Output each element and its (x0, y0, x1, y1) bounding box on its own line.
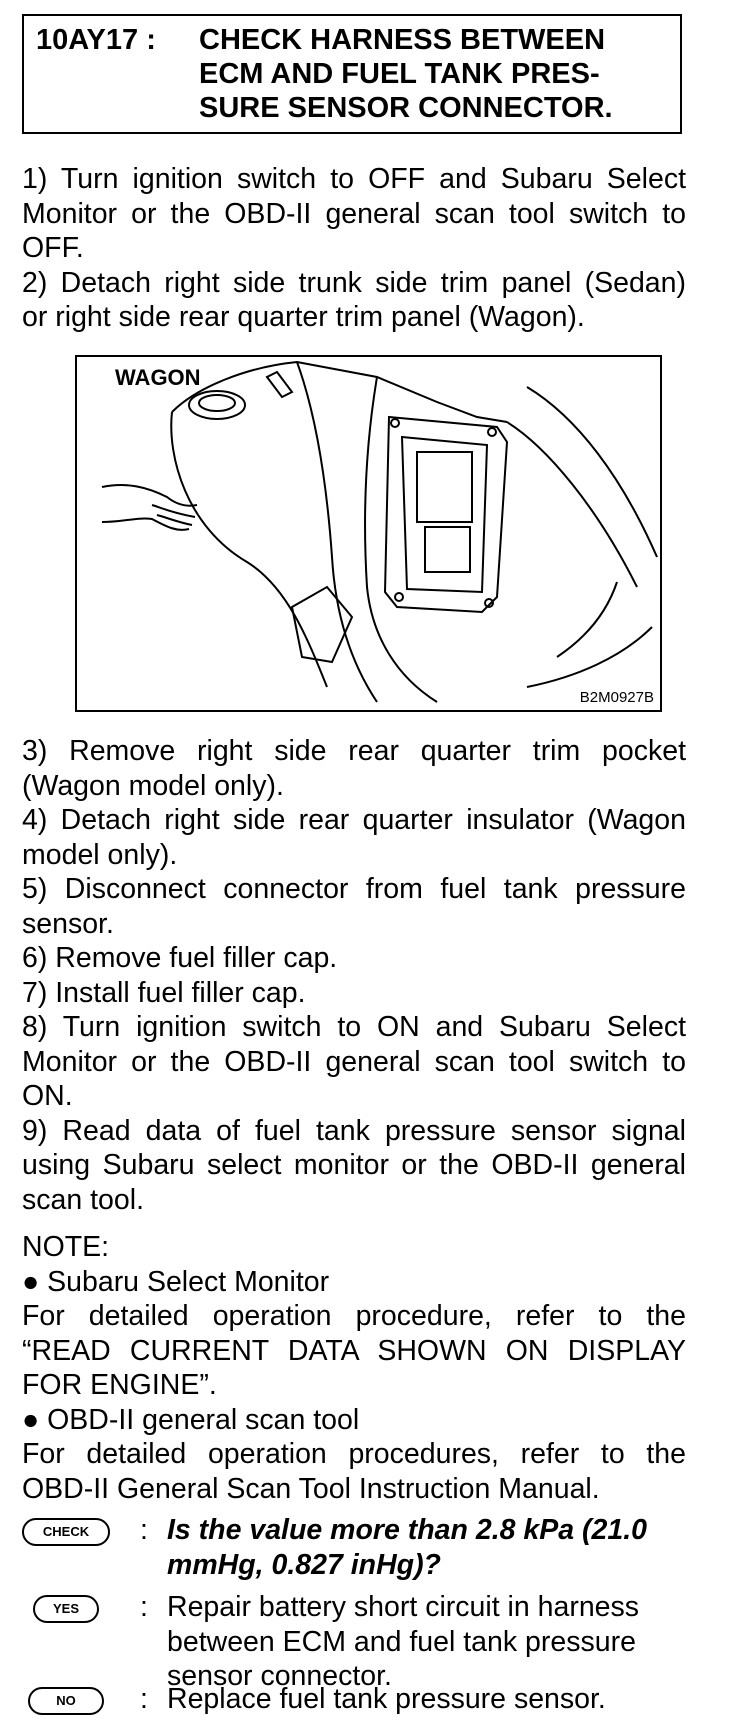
step-line: sensor. (22, 907, 114, 940)
note-line: “READ CURRENT DATA SHOWN ON DISPLAY (22, 1334, 686, 1367)
note-line: OBD-II General Scan Tool Instruction Man… (22, 1472, 600, 1505)
step-line: or right side rear quarter trim panel (W… (22, 301, 585, 333)
wagon-trim-figure: WAGON B2M0927B (75, 355, 662, 712)
yes-badge: YES (33, 1595, 99, 1623)
step-line: 1) Turn ignition switch to OFF and Subar… (22, 163, 686, 195)
yes-line: between ECM and fuel tank pressure (167, 1625, 636, 1658)
trim-panel-illustration (101, 360, 658, 703)
note-line: For detailed operation procedure, refer … (22, 1300, 686, 1332)
step-line: using Subaru select monitor or the OBD-I… (22, 1149, 686, 1181)
section-title: CHECK HARNESS BETWEEN ECM AND FUEL TANK … (199, 23, 613, 125)
step-line: model only). (22, 838, 178, 871)
section-title-line: ECM AND FUEL TANK PRES- (199, 58, 600, 90)
step-line: ON. (22, 1080, 73, 1112)
check-colon: : (140, 1514, 148, 1546)
note-line: ● Subaru Select Monitor (22, 1265, 330, 1298)
step-line: 6) Remove fuel filler cap. (22, 942, 338, 974)
note-line: ● OBD-II general scan tool (22, 1403, 360, 1436)
check-text: Is the value more than 2.8 kPa (21.0 mmH… (167, 1513, 647, 1582)
step-line: (Wagon model only). (22, 769, 284, 802)
yes-colon: : (140, 1591, 148, 1623)
step-line: 7) Install fuel filler cap. (22, 976, 306, 1009)
note-line: FOR ENGINE”. (22, 1369, 217, 1401)
step-line: OFF. (22, 232, 84, 264)
yes-line: sensor connector. (167, 1660, 392, 1692)
step-line: 5) Disconnect connector from fuel tank p… (22, 873, 686, 905)
note-heading: NOTE: (22, 1231, 110, 1263)
no-text: Replace fuel tank pressure sensor. (167, 1682, 606, 1717)
note-block: NOTE: ● Subaru Select Monitor For detail… (22, 1230, 686, 1506)
step-line: 2) Detach right side trunk side trim pan… (22, 266, 686, 299)
step-line: 4) Detach right side rear quarter insula… (22, 804, 686, 836)
step-line: Monitor or the OBD-II general scan tool … (22, 197, 686, 230)
step-line: 3) Remove right side rear quarter trim p… (22, 735, 686, 767)
check-line: Is the value more than 2.8 kPa (21.0 (167, 1514, 647, 1546)
section-title-line: CHECK HARNESS BETWEEN (199, 24, 606, 56)
step-line: Monitor or the OBD-II general scan tool … (22, 1045, 686, 1078)
note-line: For detailed operation procedures, refer… (22, 1438, 686, 1470)
section-code: 10AY17 : (36, 24, 156, 56)
section-header: 10AY17 : CHECK HARNESS BETWEEN ECM AND F… (22, 14, 682, 134)
steps-part-2: 3) Remove right side rear quarter trim p… (22, 734, 686, 1217)
figure-label: WAGON (115, 365, 201, 390)
no-colon: : (140, 1683, 148, 1715)
check-badge: CHECK (22, 1518, 110, 1546)
yes-line: Repair battery short circuit in harness (167, 1591, 640, 1623)
yes-text: Repair battery short circuit in harness … (167, 1590, 639, 1694)
no-badge: NO (28, 1687, 104, 1715)
section-title-line: SURE SENSOR CONNECTOR. (199, 92, 613, 124)
step-line: scan tool. (22, 1183, 144, 1216)
check-line: mmHg, 0.827 inHg)? (167, 1548, 441, 1581)
step-line: 8) Turn ignition switch to ON and Subaru… (22, 1011, 686, 1043)
no-line: Replace fuel tank pressure sensor. (167, 1683, 606, 1715)
figure-code: B2M0927B (579, 689, 654, 706)
steps-part-1: 1) Turn ignition switch to OFF and Subar… (22, 162, 686, 335)
step-line: 9) Read data of fuel tank pressure senso… (22, 1114, 686, 1147)
